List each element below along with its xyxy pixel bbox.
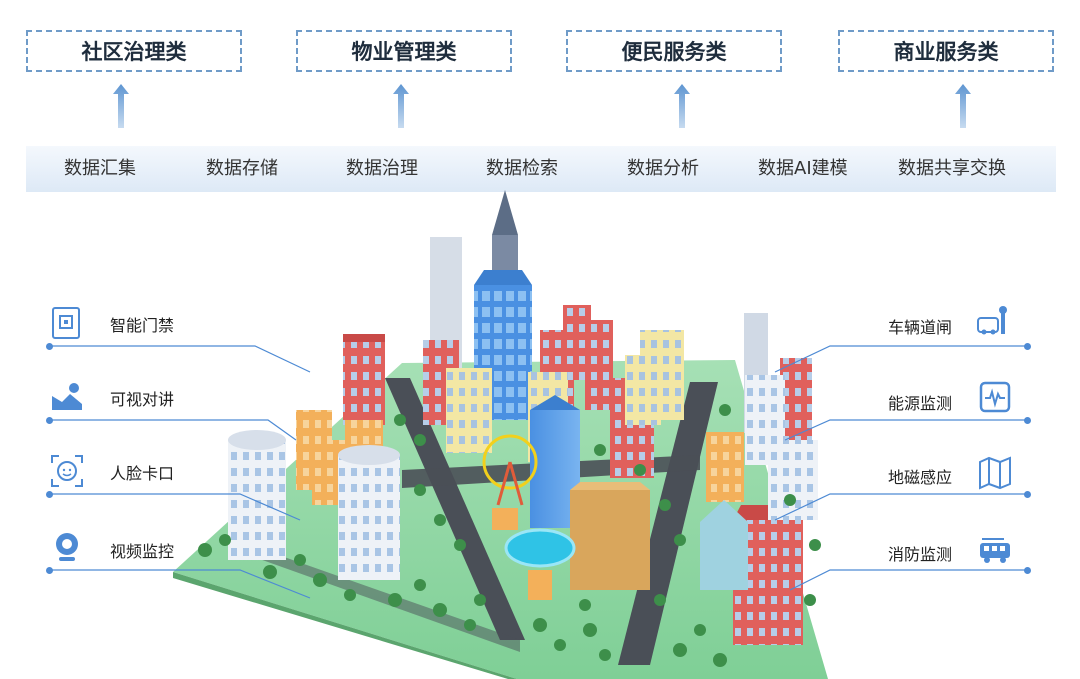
arrow-up-icon [674,84,690,128]
category-community-governance: 社区治理类 [26,30,242,72]
arrow-up-icon [393,84,409,128]
function-data-retrieval: 数据检索 [486,158,558,179]
feature-label-video-surveillance: 视频监控 [110,542,175,561]
function-data-sharing: 数据共享交换 [898,158,1006,179]
face-recognition-icon [51,455,83,487]
category-property-management: 物业管理类 [296,30,512,72]
data-function-band: 数据汇集 数据存储 数据治理 数据检索 数据分析 数据AI建模 数据共享交换 [26,146,1056,192]
feature-label-energy-monitoring: 能源监测 [888,394,953,413]
callout-dot [46,343,53,350]
function-data-ai-modeling: 数据AI建模 [758,158,848,179]
function-data-aggregation: 数据汇集 [64,158,136,179]
map-sensor-icon [979,456,1011,490]
feature-label-access-control: 智能门禁 [110,316,175,335]
arrow-up-icon [955,84,971,128]
category-convenience-services: 便民服务类 [566,30,782,72]
callout-dot [1024,491,1031,498]
callout-dot [1024,567,1031,574]
callout-dot [46,567,53,574]
callout-dot [1024,417,1031,424]
callout-dot [46,491,53,498]
arrow-up-icon [113,84,129,128]
function-data-analysis: 数据分析 [627,158,699,179]
function-data-governance: 数据治理 [346,158,418,179]
access-control-icon [52,307,80,339]
vehicle-barrier-icon [977,306,1007,335]
feature-label-fire-monitoring: 消防监测 [888,545,953,564]
feature-label-face-recognition: 人脸卡口 [110,464,175,483]
energy-meter-icon [979,381,1011,413]
fire-truck-icon [980,538,1010,563]
callout-dot [46,417,53,424]
callout-dot [1024,343,1031,350]
function-data-storage: 数据存储 [206,158,278,179]
feature-label-geomagnetic-sensing: 地磁感应 [888,468,953,487]
feature-label-video-intercom: 可视对讲 [110,390,175,409]
video-intercom-icon [52,383,82,410]
camera-icon [56,533,78,561]
category-commercial-services: 商业服务类 [838,30,1054,72]
feature-label-vehicle-barrier: 车辆道闸 [888,318,953,337]
